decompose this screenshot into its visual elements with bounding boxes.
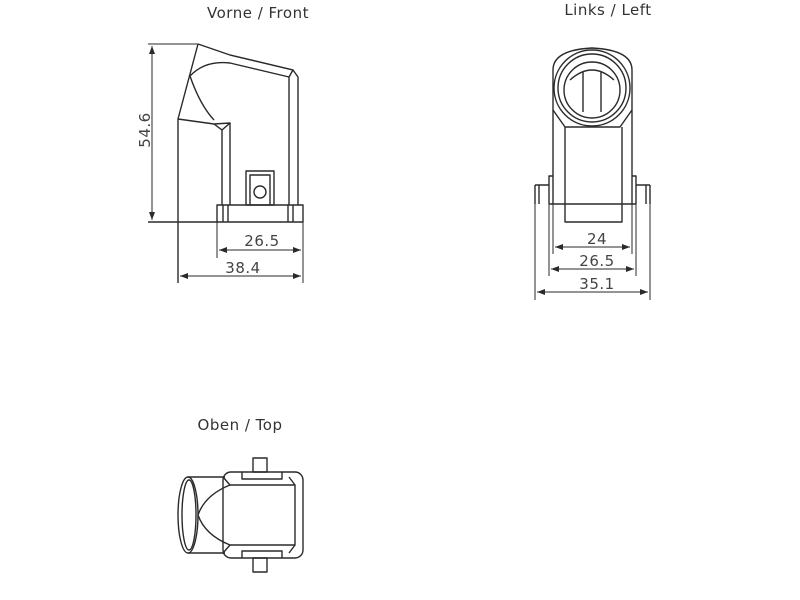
left-base-dim: 26.5 [579, 252, 614, 270]
left-view-title: Links / Left [564, 1, 651, 19]
front-dimensions: 54.6 26.5 38.4 [136, 43, 304, 283]
left-dimensions: 24 26.5 35.1 [534, 204, 651, 300]
left-view-outline [534, 47, 651, 223]
front-width-dim: 38.4 [225, 259, 260, 277]
top-view: Oben / Top [177, 416, 304, 573]
front-view-title: Vorne / Front [207, 4, 309, 22]
left-view: Links / Left 24 26.5 35.1 [534, 1, 651, 300]
front-view-outline [148, 43, 304, 283]
top-view-title: Oben / Top [198, 416, 283, 434]
left-width-dim: 35.1 [579, 275, 614, 293]
left-inner-dim: 24 [587, 230, 607, 248]
front-base-dim: 26.5 [244, 232, 279, 250]
front-height-dim: 54.6 [136, 112, 154, 147]
front-view: Vorne / Front 54.6 26.5 38.4 [136, 4, 309, 283]
top-view-outline [177, 457, 304, 573]
